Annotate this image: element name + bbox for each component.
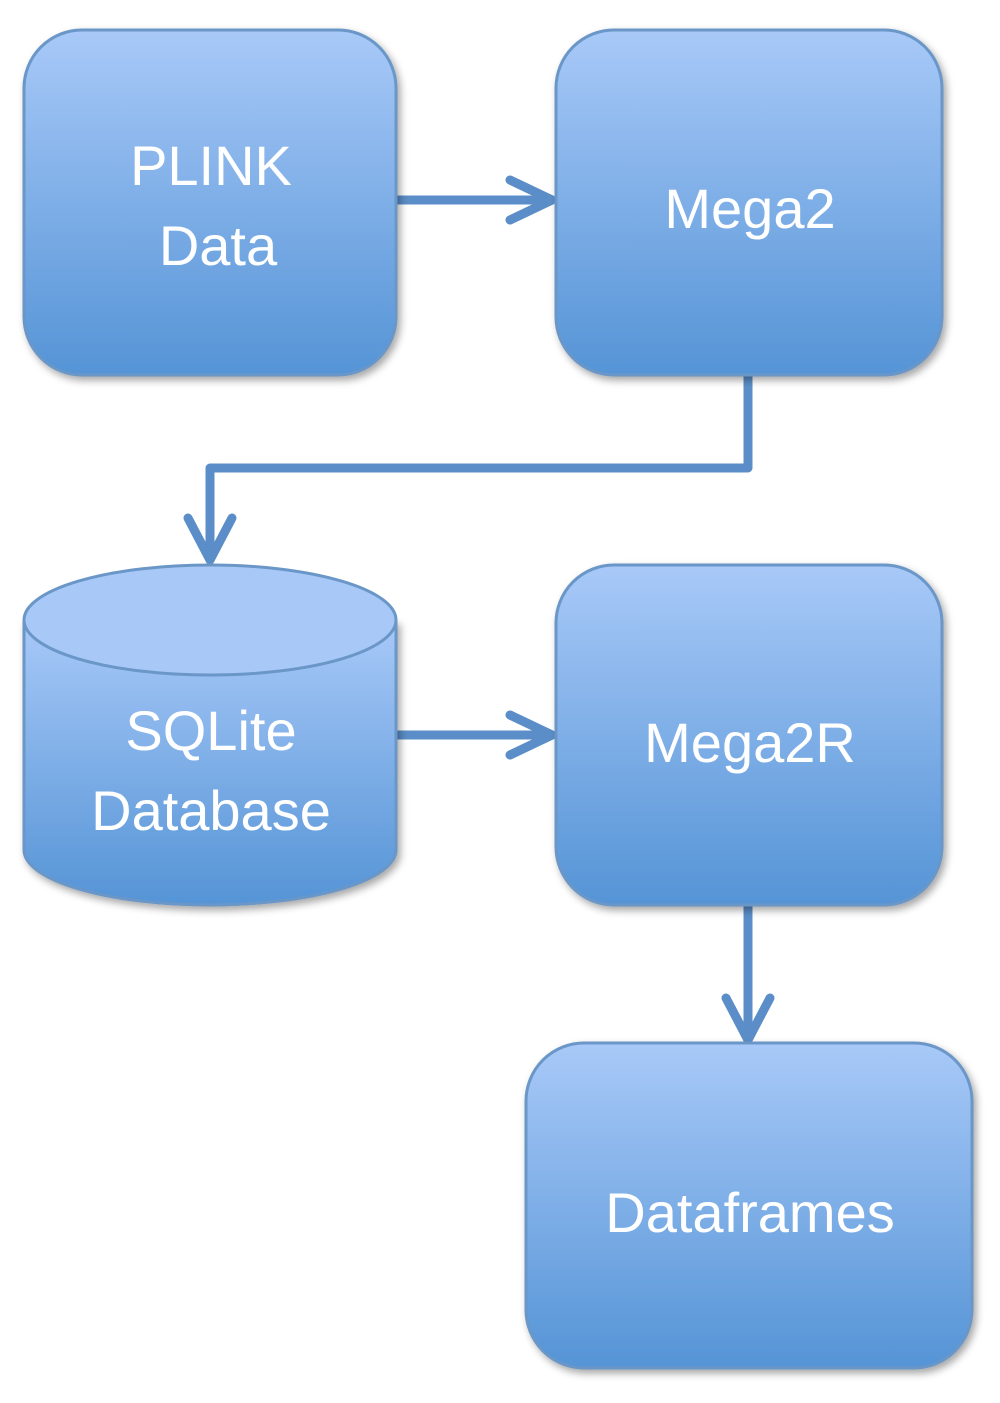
edge-mega2-to-sqlite	[183, 370, 753, 565]
edge-plink-to-mega2	[393, 175, 557, 225]
node-sqlite-database: SQLite Database	[22, 563, 398, 907]
edge-mega2r-to-dataframes	[721, 900, 775, 1045]
node-plink-label-line2: Data	[159, 214, 278, 277]
node-dataframes-label: Dataframes	[605, 1181, 894, 1244]
node-dataframes: Dataframes	[524, 1041, 974, 1370]
node-mega2-label: Mega2	[664, 177, 835, 240]
edge-sqlite-to-mega2r	[393, 710, 557, 760]
node-mega2r: Mega2R	[554, 563, 944, 907]
node-mega2r-label: Mega2R	[644, 711, 856, 774]
node-sqlite-label-line1: SQLite	[125, 699, 296, 762]
node-plink-data: PLINK Data	[22, 28, 398, 377]
node-sqlite-label-line2: Database	[91, 779, 331, 842]
node-mega2: Mega2	[554, 28, 944, 377]
node-plink-label-line1: PLINK	[130, 134, 292, 197]
